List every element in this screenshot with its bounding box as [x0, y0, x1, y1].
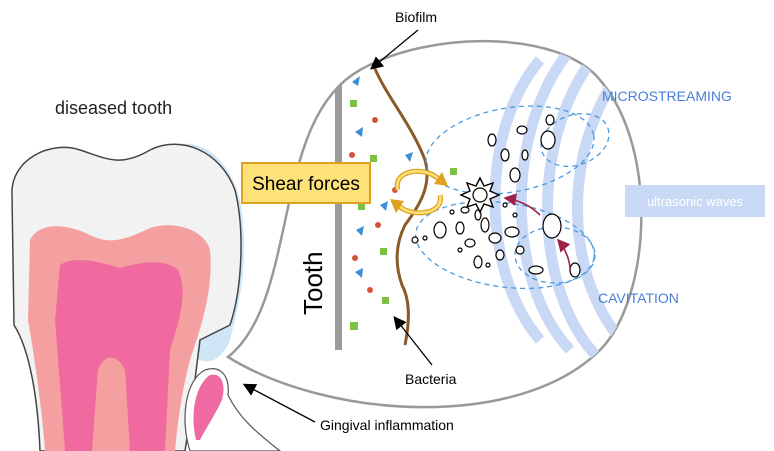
- collapse-arrows: [503, 193, 571, 271]
- tooth-label: Tooth: [298, 251, 328, 315]
- pointer-arrows: [242, 29, 433, 423]
- cavitation-label: CAVITATION: [598, 290, 679, 306]
- ultrasonic-waves-label: ultrasonic waves: [647, 194, 744, 209]
- bacteria-label: Bacteria: [405, 371, 457, 387]
- diseased-tooth-label: diseased tooth: [55, 98, 172, 118]
- rotation-arrows-icon: [390, 168, 448, 216]
- gum-inflammation: [193, 374, 224, 440]
- ultrasonic-waves-box: [625, 185, 765, 217]
- tooth-pulp: [55, 259, 183, 451]
- gingival-inflammation-label: Gingival inflammation: [320, 417, 454, 433]
- bacteria-blue: [352, 76, 413, 278]
- ultrasonic-wave-arcs: [489, 46, 635, 364]
- magnifier-bubble: [225, 39, 643, 409]
- shear-forces-label: Shear forces: [252, 174, 360, 195]
- cavitation-bubbles: [411, 114, 581, 278]
- biofilm-line: [368, 54, 429, 346]
- microstreaming-loops: [415, 105, 610, 290]
- tooth-wall: [335, 60, 342, 350]
- bacteria-green: [350, 100, 457, 330]
- biofilm-label: Biofilm: [395, 9, 437, 25]
- bacteria-red: [349, 117, 398, 293]
- shear-forces-box: [241, 162, 371, 204]
- microstreaming-label: MICROSTREAMING: [602, 88, 732, 104]
- starburst-icon: [459, 176, 501, 214]
